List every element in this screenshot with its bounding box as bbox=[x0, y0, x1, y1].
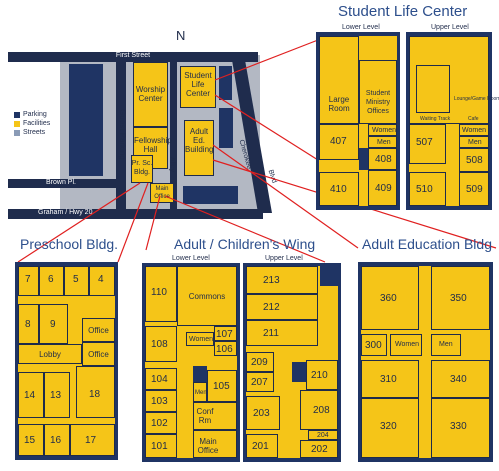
acw-room-102[interactable]: 102 bbox=[145, 412, 177, 434]
room-508[interactable]: 508 bbox=[459, 148, 489, 172]
worship-center[interactable]: Worship Center bbox=[133, 62, 168, 127]
acw-lower-stairs bbox=[193, 366, 207, 382]
acw-room-101[interactable]: 101 bbox=[145, 434, 177, 458]
acw-room-108[interactable]: 108 bbox=[145, 326, 177, 362]
aeb-room-320[interactable]: 320 bbox=[361, 398, 419, 458]
acw-room-104[interactable]: 104 bbox=[145, 368, 177, 390]
aeb-room-330[interactable]: 330 bbox=[431, 398, 490, 458]
guest-parking-road bbox=[116, 60, 126, 212]
acw-room-211[interactable]: 211 bbox=[246, 320, 318, 346]
aeb-women[interactable]: Women bbox=[390, 334, 422, 356]
acw-room-103[interactable]: 103 bbox=[145, 390, 177, 412]
room-409[interactable]: 409 bbox=[368, 170, 397, 206]
parking-lot-east-2 bbox=[219, 108, 233, 148]
aeb-men[interactable]: Men bbox=[431, 334, 461, 356]
acw-room-208[interactable]: 208 bbox=[300, 390, 338, 430]
acw-room-207[interactable]: 207 bbox=[246, 372, 274, 392]
acw-room-209[interactable]: 209 bbox=[246, 352, 274, 372]
slc-lower-level-label: Lower Level bbox=[342, 24, 380, 31]
preschool-room-5[interactable]: 5 bbox=[64, 266, 89, 296]
north-label: N bbox=[176, 28, 186, 43]
room-510[interactable]: 510 bbox=[409, 172, 446, 206]
acw-room-212[interactable]: 212 bbox=[246, 294, 318, 320]
acw-room-107[interactable]: 107 bbox=[214, 326, 237, 341]
acw-room-203[interactable]: 203 bbox=[246, 396, 280, 430]
acw-lower-women[interactable]: Women bbox=[186, 332, 214, 346]
acw-room-106[interactable]: 106 bbox=[214, 341, 237, 356]
preschool-room-15[interactable]: 15 bbox=[18, 424, 44, 456]
parking-lot-west bbox=[69, 64, 103, 176]
slc-upper-men[interactable]: Men bbox=[459, 136, 489, 148]
preschool-room-4[interactable]: 4 bbox=[89, 266, 115, 296]
legend-streets-swatch bbox=[14, 130, 20, 136]
acw-lower-men[interactable]: Men bbox=[193, 382, 207, 402]
acw-room-201[interactable]: 201 bbox=[246, 434, 278, 458]
first-street: First Street bbox=[8, 52, 258, 62]
acw-main-office[interactable]: Main Office bbox=[193, 430, 237, 458]
acw-room-204[interactable]: 204 bbox=[308, 430, 338, 440]
preschool-title: Preschool Bldg. bbox=[20, 236, 119, 252]
preschool-room-14[interactable]: 14 bbox=[18, 372, 44, 418]
parking-lot-south bbox=[183, 186, 238, 204]
acw-room-110[interactable]: 110 bbox=[145, 266, 177, 322]
preschool-office-1[interactable]: Office bbox=[82, 318, 115, 342]
aeb-room-340[interactable]: 340 bbox=[431, 360, 490, 398]
acw-lower-level-label: Lower Level bbox=[172, 255, 210, 262]
slc-lower-stairs bbox=[359, 148, 368, 170]
adult-education-title: Adult Education Bldg bbox=[362, 236, 492, 252]
slc-upper-women[interactable]: Women bbox=[459, 124, 489, 136]
slc-lower-women[interactable]: Women bbox=[368, 124, 397, 136]
slc-ministry-offices[interactable]: Student Ministry Offices bbox=[359, 60, 397, 124]
preschool-room-18[interactable]: 18 bbox=[76, 366, 115, 418]
preschool-room-17[interactable]: 17 bbox=[70, 424, 115, 456]
brown-place: Brown Pl. bbox=[8, 179, 118, 188]
student-life-site-building[interactable]: Student Life Center bbox=[180, 66, 216, 108]
aeb-room-360[interactable]: 360 bbox=[361, 266, 419, 330]
slc-lounge-game-room[interactable]: Lounge/Game Room Waiting Track Cafe bbox=[409, 36, 499, 124]
slc-track-outline bbox=[416, 65, 450, 113]
room-509[interactable]: 509 bbox=[459, 172, 489, 206]
preschool-lobby[interactable]: Lobby bbox=[18, 344, 82, 364]
preschool-room-13[interactable]: 13 bbox=[44, 372, 70, 418]
preschool-office-2[interactable]: Office bbox=[82, 342, 115, 366]
legend-facilities: Facilities bbox=[23, 120, 51, 127]
adult-childrens-wing-title: Adult / Children's Wing bbox=[174, 236, 316, 252]
room-408[interactable]: 408 bbox=[368, 148, 397, 170]
room-407[interactable]: 407 bbox=[319, 124, 359, 160]
acw-commons[interactable]: Commons bbox=[177, 266, 237, 326]
aeb-room-350[interactable]: 350 bbox=[431, 266, 490, 330]
preschool-room-8[interactable]: 8 bbox=[18, 304, 39, 344]
aeb-room-300[interactable]: 300 bbox=[361, 334, 387, 356]
slc-large-room[interactable]: Large Room bbox=[319, 36, 359, 124]
preschool-room-16[interactable]: 16 bbox=[44, 424, 70, 456]
acw-upper-stairs-top bbox=[320, 266, 338, 286]
slc-lower-men[interactable]: Men bbox=[368, 136, 397, 148]
acw-upper-level-label: Upper Level bbox=[265, 255, 303, 262]
preschool-room-6[interactable]: 6 bbox=[39, 266, 64, 296]
acw-room-213[interactable]: 213 bbox=[246, 266, 318, 294]
room-410[interactable]: 410 bbox=[319, 172, 359, 206]
legend-facilities-swatch bbox=[14, 121, 20, 127]
acw-room-202[interactable]: 202 bbox=[300, 440, 338, 458]
slc-upper-level-label: Upper Level bbox=[431, 24, 469, 31]
acw-upper-stairs-mid bbox=[292, 362, 306, 382]
adult-ed-site-building[interactable]: Adult Ed. Building bbox=[184, 120, 214, 176]
main-office-site-building[interactable]: Main Office bbox=[150, 183, 174, 203]
legend-parking: Parking bbox=[23, 111, 47, 118]
preschool-room-7[interactable]: 7 bbox=[18, 266, 39, 296]
alley-road bbox=[170, 60, 177, 212]
legend-streets: Streets bbox=[23, 129, 46, 136]
legend-parking-swatch bbox=[14, 112, 20, 118]
graham-hwy-20: Graham / Hwy 20 bbox=[8, 209, 263, 219]
student-life-center-title: Student Life Center bbox=[338, 3, 468, 20]
acw-room-105[interactable]: 105 bbox=[207, 370, 237, 402]
preschool-room-9[interactable]: 9 bbox=[39, 304, 68, 344]
acw-conf-room[interactable]: Conf Rm bbox=[193, 402, 237, 430]
acw-room-210[interactable]: 210 bbox=[306, 360, 338, 390]
room-507[interactable]: 507 bbox=[409, 124, 446, 164]
aeb-room-310[interactable]: 310 bbox=[361, 360, 419, 398]
preschool-site-building[interactable]: Pr. Sc. Bldg. bbox=[131, 155, 153, 183]
